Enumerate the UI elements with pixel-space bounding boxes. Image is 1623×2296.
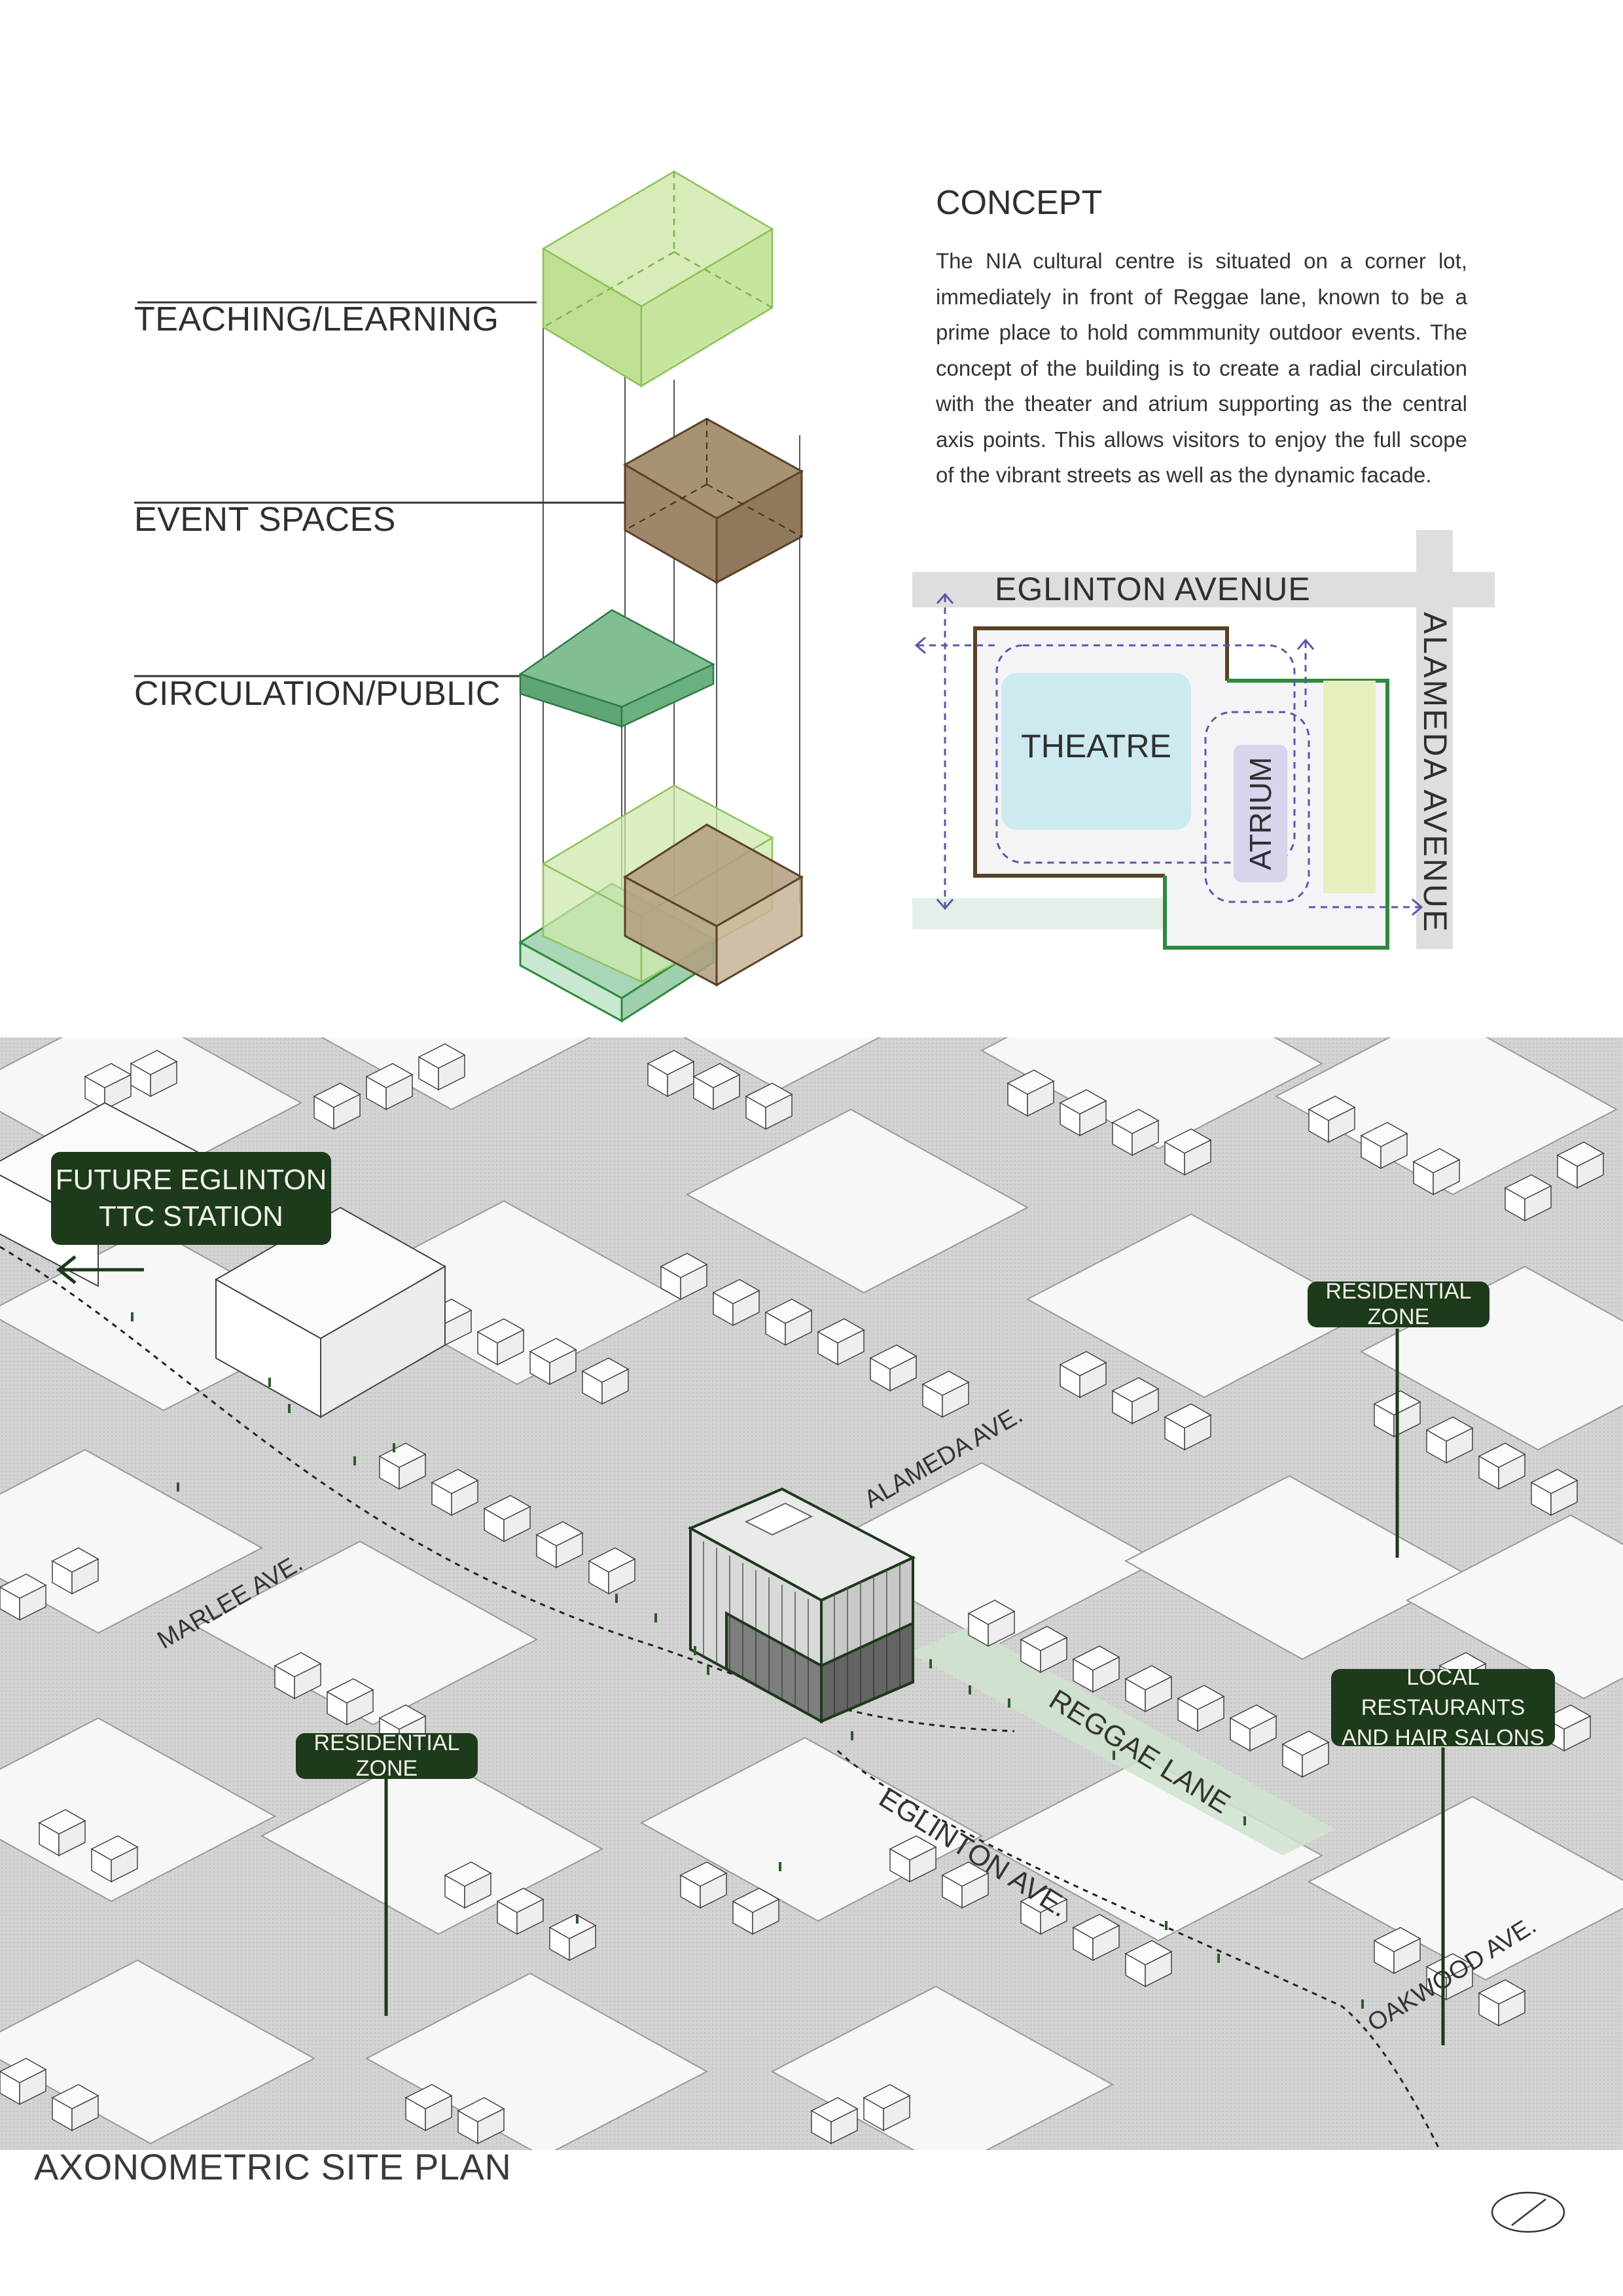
theatre-label: THEATRE xyxy=(1021,728,1171,764)
station-arrow-head xyxy=(56,1255,77,1284)
circulation-arrows xyxy=(918,596,1420,908)
concept-body: The NIA cultural centre is situated on a… xyxy=(936,249,1467,487)
street-band-right xyxy=(1416,530,1453,949)
north-arrow-icon xyxy=(1491,2191,1565,2233)
circulation-volume xyxy=(518,609,715,728)
arrow-heads xyxy=(914,592,1423,916)
pedestrian-path xyxy=(0,1246,1441,2150)
callout-future-eglinton-ttc-station: FUTURE EGLINTON TTC STATION xyxy=(51,1152,331,1245)
label-event-spaces: EVENT SPACES xyxy=(134,501,396,539)
nia-cultural-centre-building xyxy=(687,1487,916,1724)
callout-residential-zone-right: RESIDENTIAL ZONE xyxy=(1308,1279,1489,1329)
concept-title: CONCEPT xyxy=(936,184,1103,222)
street-label-eglinton-avenue: EGLINTON AVENUE xyxy=(995,571,1311,607)
event-volume xyxy=(622,418,804,584)
atrium-room xyxy=(1234,745,1287,882)
circulation-plan: THEATRE ATRIUM EGLINTON AVENUE ALAMEDA A… xyxy=(912,530,1495,950)
atrium-label: ATRIUM xyxy=(1243,757,1277,870)
label-teaching-learning: TEACHING/LEARNING xyxy=(134,300,499,338)
assembled-volume xyxy=(518,784,804,1023)
sidewalk-strip xyxy=(912,898,1174,929)
callout-local-restaurants: LOCAL RESTAURANTS AND HAIR SALONS xyxy=(1331,1665,1555,1750)
reggae-lane-strip xyxy=(910,1626,1335,1856)
street-band-top xyxy=(912,572,1495,607)
theatre-path xyxy=(995,644,1296,864)
label-circulation-public: CIRCULATION/PUBLIC xyxy=(134,675,501,713)
site-plan-title: AXONOMETRIC SITE PLAN xyxy=(34,2146,512,2187)
street-label-alameda-avenue: ALAMEDA AVENUE xyxy=(1417,612,1454,933)
callout-residential-zone-left: RESIDENTIAL ZONE xyxy=(296,1731,478,1781)
green-strip xyxy=(1323,681,1376,893)
atrium-path xyxy=(1204,711,1310,903)
theatre-room xyxy=(1001,673,1191,830)
teaching-volume xyxy=(541,170,774,388)
axonometric-site-plan: ALAMEDA AVE. MARLEE AVE. REGGAE LANE EGL… xyxy=(0,1037,1623,2150)
exploded-program-diagram xyxy=(134,170,804,1023)
